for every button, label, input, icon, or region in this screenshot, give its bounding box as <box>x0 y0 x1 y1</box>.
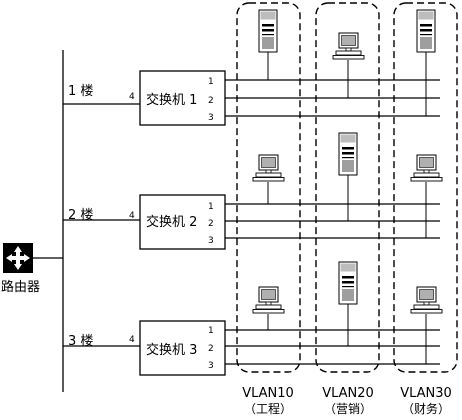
vlan-group-30 <box>393 2 458 373</box>
vlan-dept: （财务） <box>402 401 450 416</box>
floor-2: 2 楼 4 交换机 2 1 2 3 <box>63 194 440 250</box>
floor-label: 3 楼 <box>68 334 93 349</box>
port-label-3: 3 <box>208 361 214 371</box>
switch-label: 交换机 2 <box>146 214 197 230</box>
vlan-dept: （营销） <box>324 402 372 416</box>
uplink-port-label: 4 <box>129 335 135 345</box>
desktop-pc-icon[interactable] <box>252 286 285 314</box>
uplink-port-label: 4 <box>129 211 135 221</box>
host-icons <box>252 9 443 314</box>
floor-label: 1 楼 <box>68 84 93 99</box>
port-label-1: 1 <box>208 77 214 87</box>
switch-label: 交换机 3 <box>146 342 197 358</box>
switch-box[interactable] <box>139 320 226 376</box>
vlan-labels: VLAN10 （工程） VLAN20 （营销） VLAN30 （财务） <box>242 386 452 416</box>
port-label-2: 2 <box>208 219 214 229</box>
server-tower-icon[interactable] <box>416 9 436 53</box>
desktop-pc-icon[interactable] <box>410 154 443 182</box>
vlan-drops <box>267 52 427 364</box>
desktop-pc-icon[interactable] <box>332 32 365 60</box>
port-label-2: 2 <box>208 344 214 354</box>
router-label: 路由器 <box>1 279 40 295</box>
server-tower-icon[interactable] <box>258 9 278 53</box>
vlan-dept: （工程） <box>244 401 292 416</box>
server-tower-icon[interactable] <box>338 261 358 305</box>
vlan-name: VLAN30 <box>400 386 452 401</box>
vlan-group-20 <box>315 2 380 373</box>
router-node[interactable]: 路由器 <box>1 243 40 295</box>
desktop-pc-icon[interactable] <box>410 286 443 314</box>
port-label-3: 3 <box>208 236 214 246</box>
port-label-1: 1 <box>208 202 214 212</box>
switch-box[interactable] <box>139 70 226 126</box>
port-label-2: 2 <box>208 96 214 106</box>
switch-label: 交换机 1 <box>146 92 197 108</box>
uplink-port-label: 4 <box>129 92 135 102</box>
server-tower-icon[interactable] <box>338 132 358 176</box>
vlan-name: VLAN10 <box>242 386 294 401</box>
switch-box[interactable] <box>139 194 226 250</box>
port-label-3: 3 <box>208 113 214 123</box>
floor-1: 1 楼 4 交换机 1 1 2 3 <box>63 70 440 126</box>
vlan-name: VLAN20 <box>322 386 374 401</box>
port-label-1: 1 <box>208 326 214 336</box>
vlan-group-10 <box>236 2 301 373</box>
floor-label: 2 楼 <box>68 208 93 223</box>
floor-3: 3 楼 4 交换机 3 1 2 3 <box>63 320 440 376</box>
desktop-pc-icon[interactable] <box>252 154 285 182</box>
